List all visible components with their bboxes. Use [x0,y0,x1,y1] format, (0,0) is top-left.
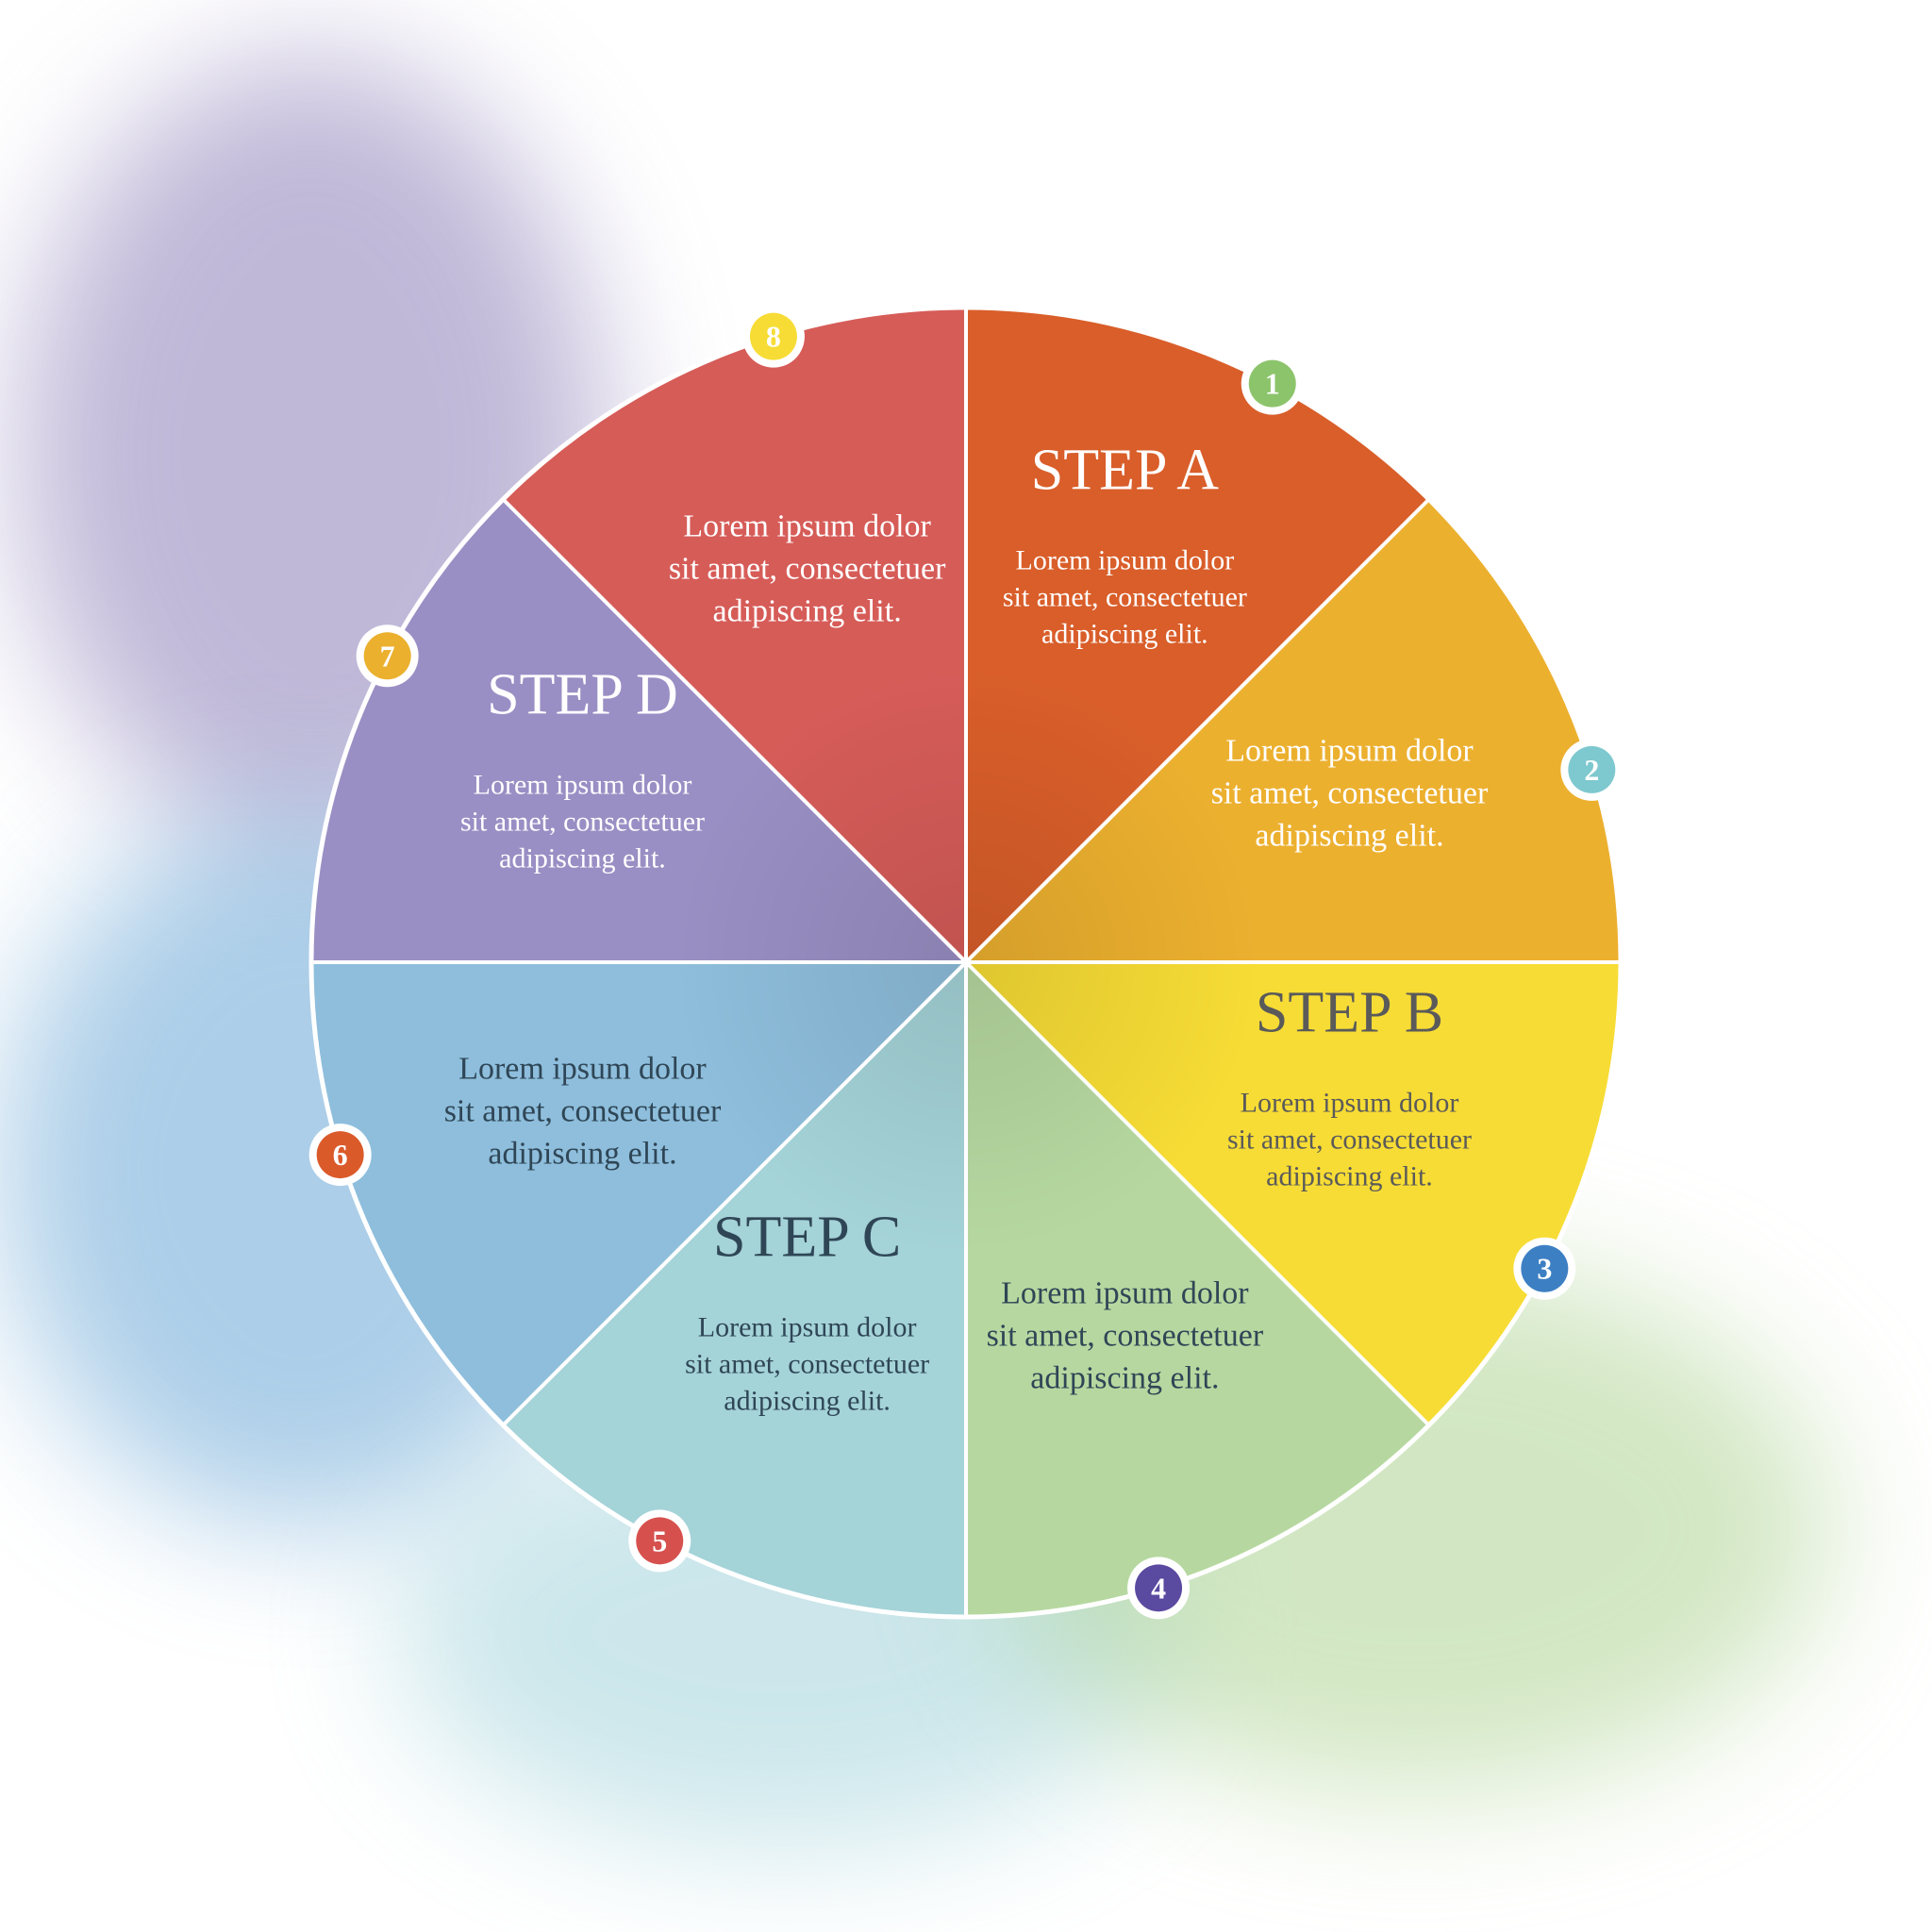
step-badge-7: 7 [356,625,419,688]
segment-text-line: adipiscing elit. [713,593,902,628]
step-heading: STEP C [713,1206,901,1270]
segment-text-line: Lorem ipsum dolor [1016,544,1235,575]
step-badge-8: 8 [741,305,805,368]
segment-text-line: Lorem ipsum dolor [698,1312,917,1343]
badge-fill [316,1131,364,1179]
badge-fill [363,632,411,680]
step-badge-5: 5 [628,1509,691,1573]
badge-number: 2 [1584,753,1599,787]
badge-number: 4 [1151,1571,1166,1605]
badge-number: 5 [652,1524,667,1557]
step-heading: STEP A [1031,438,1219,502]
segment-text-line: sit amet, consectetuer [444,1093,722,1128]
segment-text-line: adipiscing elit. [1266,1160,1433,1191]
segment-text-line: sit amet, consectetuer [987,1319,1264,1354]
segment-text-line: adipiscing elit. [1255,819,1443,854]
badge-number: 1 [1265,367,1280,401]
segment-text-line: sit amet, consectetuer [1003,581,1247,612]
segment-text-line: Lorem ipsum dolor [1241,1087,1459,1118]
step-heading: STEP D [487,663,678,727]
badge-fill [1248,359,1296,408]
segment-text-line: adipiscing elit. [488,1136,676,1171]
segment-text-line: adipiscing elit. [499,843,666,874]
badge-fill [1568,745,1616,793]
badge-fill [636,1517,684,1565]
wheel-divider [501,497,968,964]
segment-text-line: Lorem ipsum dolor [474,770,692,801]
segment-text-line: Lorem ipsum dolor [458,1051,707,1086]
wheel-divider [964,960,1431,1427]
segment-text-line: Lorem ipsum dolor [1225,734,1474,769]
segment-text-line: adipiscing elit. [1030,1361,1219,1396]
segment-text-line: adipiscing elit. [1041,618,1208,649]
step-badge-3: 3 [1513,1237,1576,1300]
segment-text-line: adipiscing elit. [724,1386,891,1417]
wheel-divider [964,497,1431,964]
segment-text-line: sit amet, consectetuer [1211,776,1489,811]
step-badge-1: 1 [1241,352,1304,415]
badge-fill [1521,1244,1569,1292]
step-badge-6: 6 [308,1124,372,1187]
badge-fill [749,312,797,360]
segment-text-line: Lorem ipsum dolor [683,508,931,543]
segment-text-line: sit amet, consectetuer [460,807,705,838]
badge-number: 3 [1537,1252,1552,1286]
segment-text-line: sit amet, consectetuer [669,551,946,586]
segment-text-line: sit amet, consectetuer [1227,1124,1472,1155]
step-heading: STEP B [1256,980,1443,1044]
step-badge-4: 4 [1127,1557,1191,1620]
step-badge-2: 2 [1560,738,1624,801]
badge-number: 7 [380,639,395,673]
segment-text-line: Lorem ipsum dolor [1001,1276,1249,1311]
segment-text-line: sit amet, consectetuer [685,1349,929,1380]
badge-number: 6 [333,1138,348,1172]
badge-number: 8 [766,320,781,354]
wheel-divider [501,960,968,1427]
badge-fill [1135,1564,1183,1612]
